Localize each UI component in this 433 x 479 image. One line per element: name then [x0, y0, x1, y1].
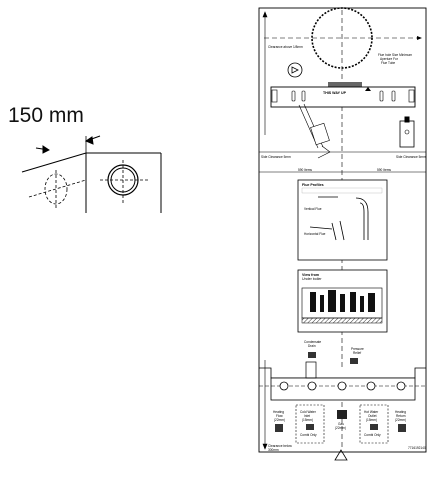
- boiler-template: Clearance above 1/8mm Flue hole Size Min…: [240, 0, 433, 479]
- clearance-detail: 150 mm: [8, 104, 162, 213]
- svg-text:Heating: Heating: [273, 410, 284, 414]
- template-drawing: Clearance above 1/8mm Flue hole Size Min…: [258, 7, 427, 461]
- svg-text:Return: Return: [396, 414, 406, 418]
- side-clearance-left: Side Clearance 5mm: [261, 155, 291, 159]
- svg-text:Gas: Gas: [338, 422, 344, 426]
- footer-code: 7716192140: [408, 446, 426, 450]
- top-clearance-note: Clearance above 1/8mm: [268, 45, 303, 49]
- flue-horizontal-label: Horizontal Flue: [304, 232, 326, 236]
- svg-text:(22mm): (22mm): [274, 418, 285, 422]
- svg-text:Flow: Flow: [276, 414, 283, 418]
- mounting-bracket: [270, 86, 416, 108]
- heating-flow-label: Heating Flow (22mm): [273, 410, 285, 422]
- combi-box-right: [359, 404, 389, 444]
- up-arrow-icon: [365, 87, 371, 91]
- flue-profiles-panel: Flue Profiles Vertical Flue Horizontal F…: [297, 179, 388, 261]
- side-clearance-right: Side Clearance 5mm: [396, 155, 426, 159]
- view-below-title-2: Under boiler: [302, 277, 322, 281]
- pressure-title-2: Relief: [353, 351, 361, 355]
- dimension-arrows: [21, 135, 101, 173]
- flue-hole-note-2: Aperture For: [380, 57, 399, 61]
- tap-icon: [370, 424, 378, 430]
- pipe-bracket: [259, 367, 426, 401]
- pipe-connections: [279, 381, 406, 391]
- pressure-relief-icon: [350, 358, 358, 364]
- heating-return-label: Heating Return (22mm): [395, 410, 406, 422]
- dim-left: 590 Items: [298, 168, 312, 172]
- flue-hole: [100, 160, 150, 203]
- top-tab: [328, 82, 362, 87]
- combi-box-left: [295, 404, 325, 444]
- boiler-installation-sketch: [298, 103, 331, 159]
- left-clearance-arrow: [262, 11, 268, 450]
- tap-icon: [306, 424, 314, 430]
- condensate-title-2: Drain: [308, 344, 316, 348]
- combi-only-right: Combi Only: [364, 433, 381, 437]
- detail-drawing: [21, 135, 162, 213]
- tap-icon: [398, 424, 406, 432]
- tap-icon: [275, 424, 283, 432]
- flue-circle: [264, 7, 423, 69]
- svg-text:Hot Water: Hot Water: [364, 410, 379, 414]
- svg-text:Inlet: Inlet: [304, 414, 310, 418]
- boiler-box-icon: [399, 116, 415, 148]
- dimension-label: 150 mm: [8, 104, 84, 127]
- svg-text:(22mm): (22mm): [335, 426, 346, 430]
- bottom-clearance: Clearance below: [268, 444, 292, 448]
- brand-logo-icon: [287, 62, 303, 78]
- condensate-icon: [308, 352, 316, 358]
- condensate-pipe: [305, 361, 317, 379]
- flue-hole-note-1: Flue hole Size Minimum: [378, 53, 412, 57]
- recycle-icon: [334, 449, 348, 461]
- view-below-title: View from: [302, 273, 319, 277]
- wall-section: [85, 152, 162, 213]
- svg-text:Outlet: Outlet: [368, 414, 377, 418]
- hot-water-outlet-label: Hot Water Outlet (15mm): [364, 410, 379, 422]
- this-way-up-label: THIS WAY UP: [323, 91, 347, 95]
- condensate-title-1: Condensate: [304, 340, 321, 344]
- flue-hole-note-3: Flue Tube: [381, 61, 395, 65]
- svg-text:(15mm): (15mm): [366, 418, 377, 422]
- svg-text:Heating: Heating: [395, 410, 406, 414]
- flue-profiles-title: Flue Profiles: [302, 183, 324, 187]
- gas-label: Gas (22mm): [335, 410, 347, 430]
- pressure-title-1: Pressure: [351, 347, 364, 351]
- dim-right: 590 Items: [377, 168, 391, 172]
- svg-text:(15mm): (15mm): [302, 418, 313, 422]
- cold-water-inlet-label: Cold Water Inlet (15mm): [300, 410, 317, 422]
- combi-only-left: Combi Only: [300, 433, 317, 437]
- flue-vertical-label: Vertical Flue: [304, 207, 322, 211]
- view-from-below-panel: View from Under boiler: [297, 269, 388, 333]
- bottom-clearance-2: 300mm: [268, 448, 279, 452]
- svg-text:Cold Water: Cold Water: [300, 410, 317, 414]
- hidden-flue-hole: [28, 170, 87, 210]
- svg-text:(22mm): (22mm): [395, 418, 406, 422]
